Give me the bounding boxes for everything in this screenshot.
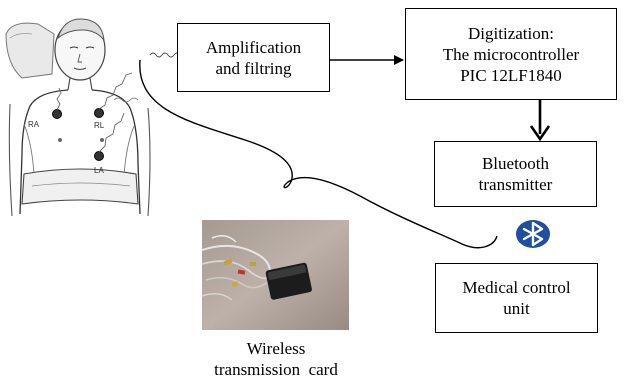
caption-line-1: Wireless <box>246 339 306 358</box>
photo-caption: Wireless transmission card <box>196 338 356 380</box>
bluetooth-icon <box>516 220 550 248</box>
amplification-line-2: and filtring <box>215 58 292 78</box>
bluetooth-transmitter-box: Bluetooth transmitter <box>434 141 597 207</box>
amplification-line-1: Amplification <box>205 37 302 57</box>
digitization-line-1: Digitization: <box>468 23 554 43</box>
digitization-line-3: PIC 12LF1840 <box>460 65 562 85</box>
caption-line-2: transmission card <box>214 360 338 379</box>
amplification-filtering-box: Amplification and filtring <box>177 23 330 92</box>
electrode-label-rl: RL <box>94 121 105 130</box>
electrode-label-la: LA <box>94 166 104 175</box>
electrode-label-ra: RA <box>28 120 40 129</box>
digitization-box: Digitization: The microcontroller PIC 12… <box>405 8 617 100</box>
signal-wave-line <box>149 52 182 58</box>
patient-chest-illustration: RA RL LA <box>5 18 151 217</box>
arrowhead-dig-to-bt <box>529 125 551 142</box>
bluetooth-line-2: transmitter <box>478 175 553 194</box>
digitization-line-2: The microcontroller <box>442 44 580 64</box>
medical-line-1: Medical control <box>462 278 571 297</box>
bluetooth-line-1: Bluetooth <box>481 154 550 173</box>
cable-curve <box>139 59 498 249</box>
wireless-card-photo <box>202 220 349 330</box>
medical-line-2: unit <box>503 299 530 318</box>
medical-control-unit-box: Medical control unit <box>435 263 598 333</box>
